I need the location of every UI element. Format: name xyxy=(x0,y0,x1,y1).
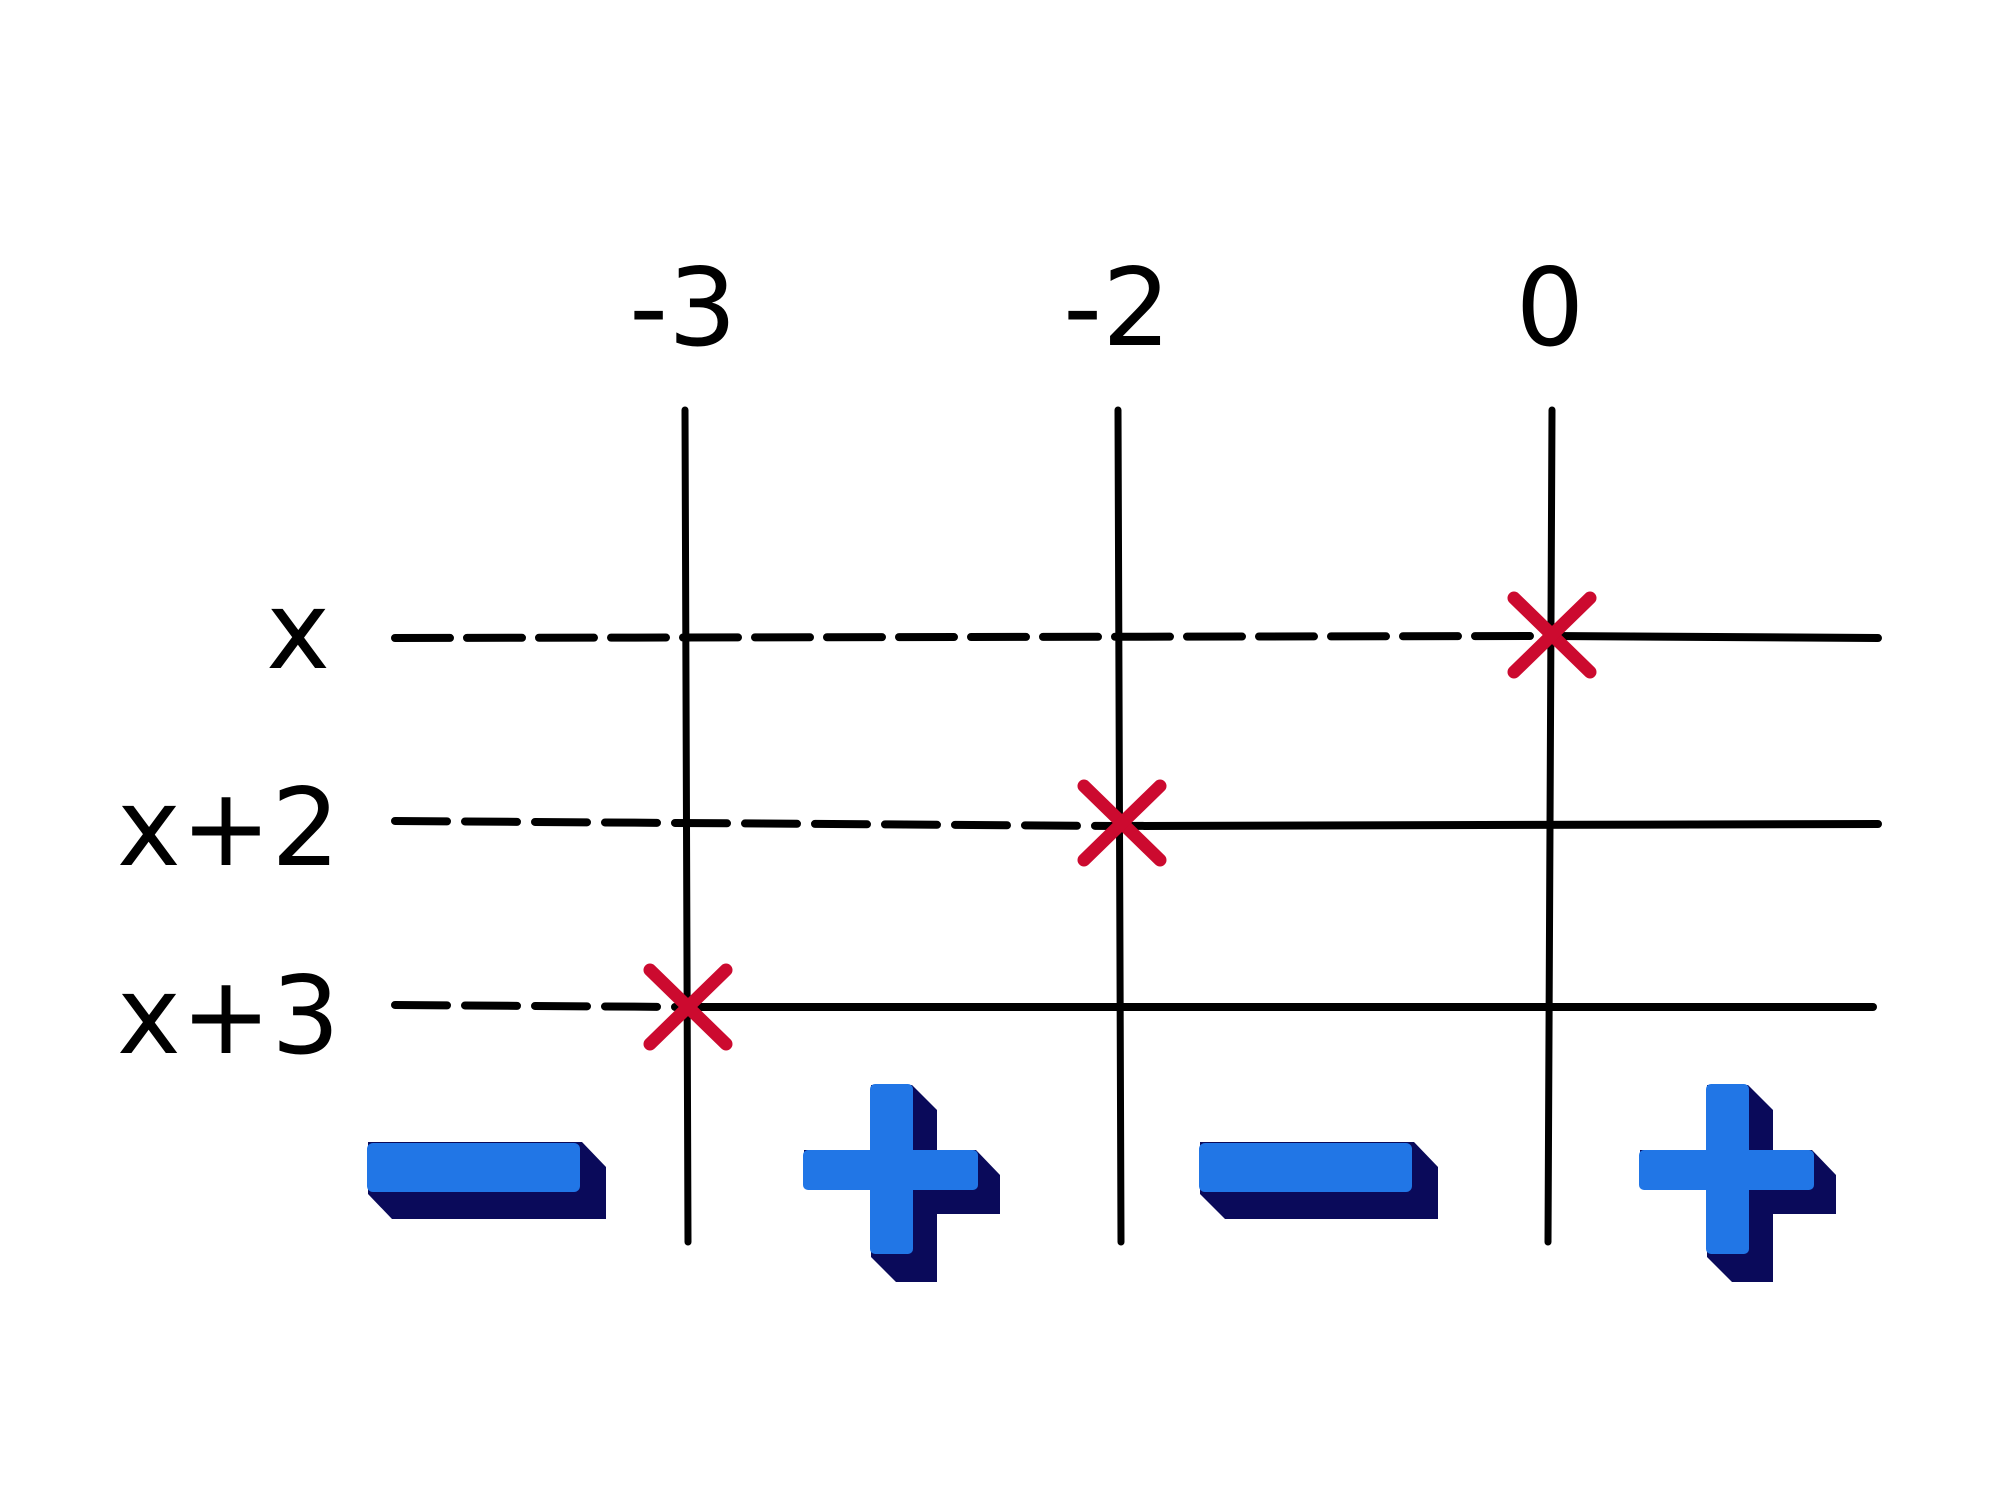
interval-sign-minus-1 xyxy=(367,1142,606,1219)
factor-label-x-plus-3: x+3 xyxy=(117,954,340,1079)
root-mark-x-plus-2 xyxy=(1077,779,1167,867)
interval-sign-minus-3 xyxy=(1199,1142,1438,1219)
root-label-0: 0 xyxy=(1516,246,1585,371)
factor-x-plus-3-negative-segment xyxy=(391,1001,687,1011)
factor-label-x-plus-2: x+2 xyxy=(117,766,340,891)
root-label-neg2: -2 xyxy=(1063,246,1171,371)
factor-x-positive-segment xyxy=(1548,632,1882,642)
factor-label-x: x xyxy=(266,569,330,694)
interval-sign-plus-4 xyxy=(1639,1084,1836,1282)
root-label-neg3: -3 xyxy=(629,246,737,371)
root-mark-x xyxy=(1507,591,1597,679)
factor-x-negative-segment xyxy=(391,632,1552,642)
factor-x-plus-2-positive-segment xyxy=(1116,820,1882,830)
interval-sign-plus-2 xyxy=(803,1084,1000,1282)
root-mark-x-plus-3 xyxy=(643,963,733,1051)
factor-x-plus-2-negative-segment xyxy=(391,817,1121,830)
